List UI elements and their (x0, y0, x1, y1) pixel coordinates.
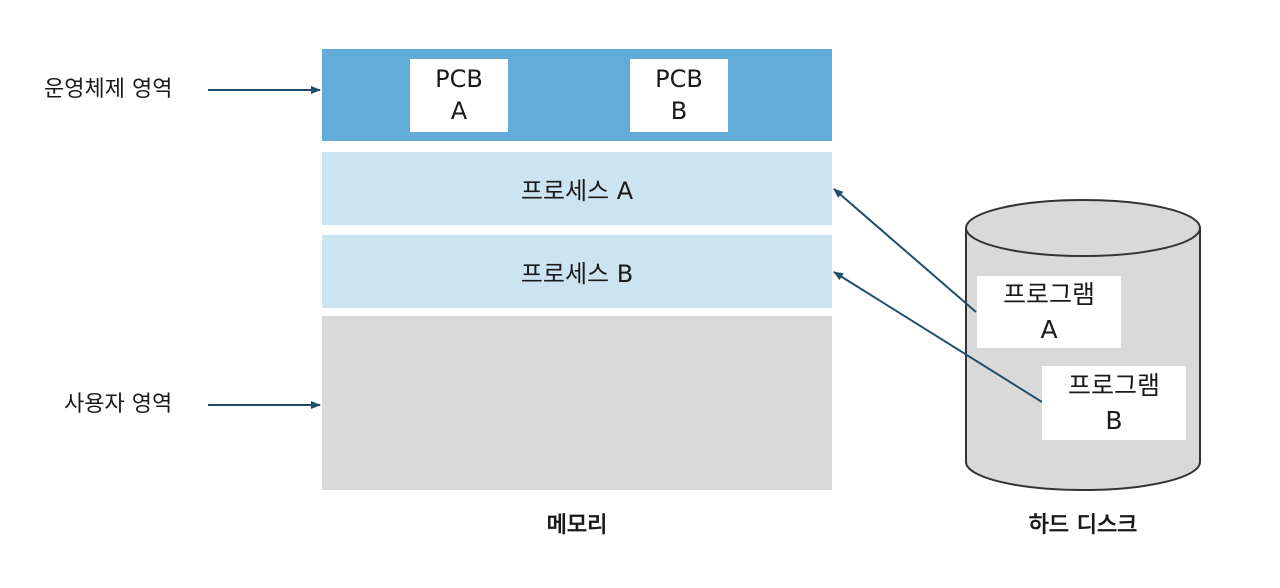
disk-cylinder-top (965, 199, 1201, 257)
user-region (322, 316, 832, 490)
pcb-b-box: PCB B (630, 59, 728, 132)
process-b-region: 프로세스 B (322, 235, 832, 308)
os-region: PCB A PCB B (322, 49, 832, 141)
program-a-id: A (1040, 315, 1058, 344)
memory-caption: 메모리 (546, 513, 608, 538)
pcb-b-title: PCB (655, 65, 703, 94)
disk-caption: 하드 디스크 (1028, 513, 1138, 538)
process-a-region: 프로세스 A (322, 152, 832, 225)
program-b-title: 프로그램 (1067, 371, 1160, 400)
program-a-title: 프로그램 (1002, 280, 1095, 309)
pcb-a-title: PCB (435, 65, 483, 94)
user-area-label: 사용자 영역 (64, 392, 173, 417)
pcb-a-box: PCB A (410, 59, 508, 132)
disk-cylinder-body (965, 228, 1201, 491)
process-b-label: 프로세스 B (520, 260, 634, 288)
program-a-box: 프로그램 A (977, 276, 1121, 348)
os-area-label: 운영체제 영역 (44, 77, 173, 102)
program-b-box: 프로그램 B (1042, 366, 1186, 440)
process-a-label: 프로세스 A (520, 177, 634, 205)
pcb-b-id: B (670, 96, 688, 125)
program-a-to-process-a-arrow (833, 188, 977, 313)
program-b-id: B (1105, 406, 1123, 435)
program-b-to-process-b-arrow (833, 271, 1043, 403)
pcb-a-id: A (450, 96, 468, 125)
